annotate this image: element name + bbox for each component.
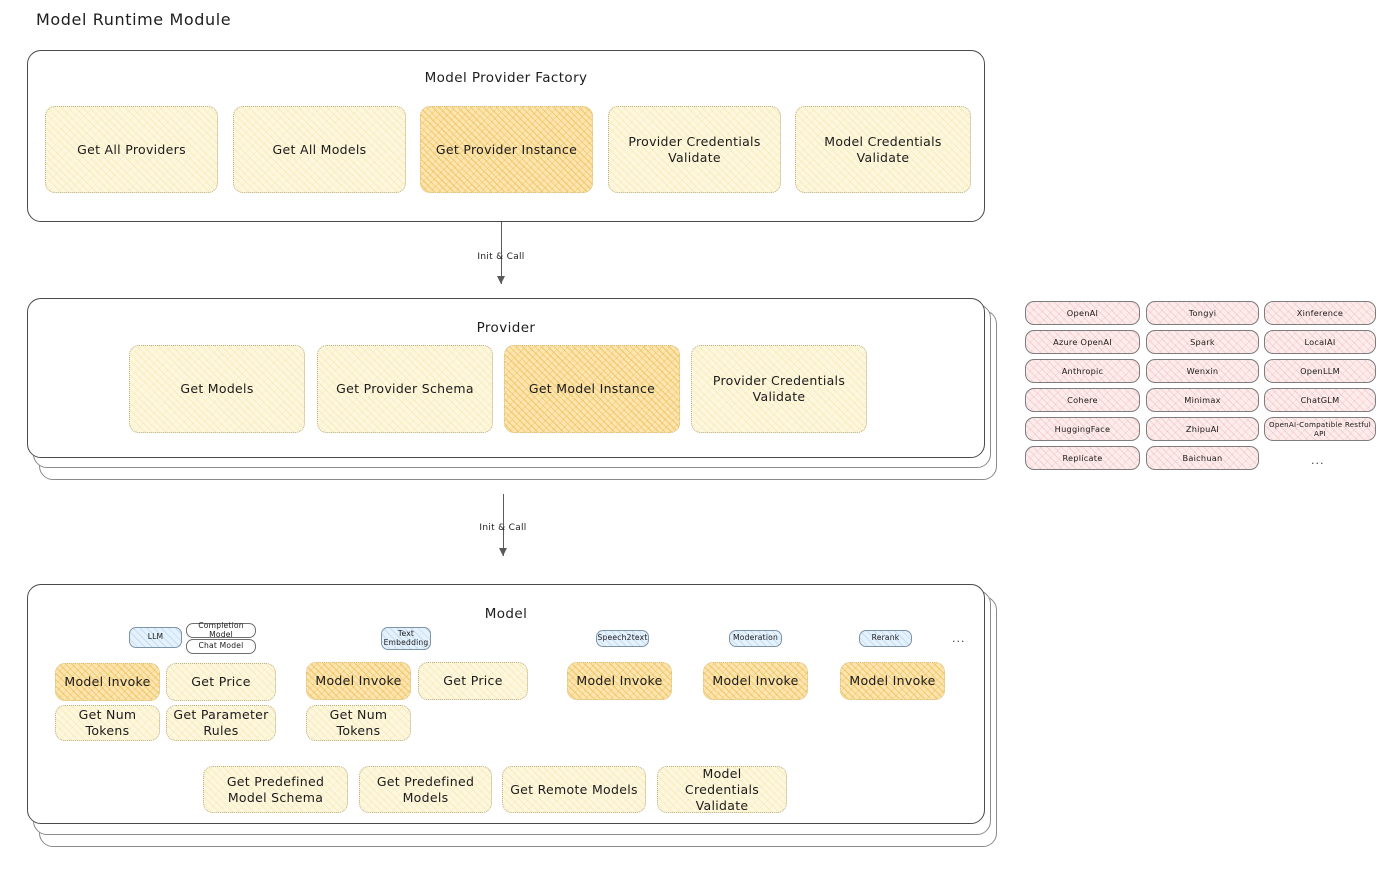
node-moderation-model-invoke[interactable]: Model Invoke — [703, 662, 808, 700]
node-llm-get-num-tokens[interactable]: Get Num Tokens — [55, 705, 160, 741]
provider-list-more-icon: ... — [1311, 454, 1325, 467]
node-embedding-model-invoke[interactable]: Model Invoke — [306, 662, 411, 700]
node-speech2text-model-invoke[interactable]: Model Invoke — [567, 662, 672, 700]
node-provider-credentials-validate[interactable]: Provider Credentials Validate — [608, 106, 781, 193]
page-title: Model Runtime Module — [36, 10, 232, 29]
provider-pill-baichuan[interactable]: Baichuan — [1146, 446, 1259, 470]
model-types-more-icon: ... — [952, 632, 966, 645]
tag-completion-model[interactable]: Completion Model — [186, 621, 256, 638]
node-get-models[interactable]: Get Models — [129, 345, 305, 433]
provider-pill-azure-openai[interactable]: Azure OpenAI — [1025, 330, 1140, 354]
provider-pill-minimax[interactable]: Minimax — [1146, 388, 1259, 412]
provider-pill-openllm[interactable]: OpenLLM — [1264, 359, 1376, 383]
provider-pill-openai-compatible-restful-api[interactable]: OpenAI-Compatible Restful API — [1264, 417, 1376, 441]
model-title: Model — [484, 606, 528, 622]
provider-pill-localai[interactable]: LocalAI — [1264, 330, 1376, 354]
node-llm-get-parameter-rules[interactable]: Get Parameter Rules — [166, 705, 276, 741]
node-provider-credentials-validate-2[interactable]: Provider Credentials Validate — [691, 345, 867, 433]
node-get-model-instance[interactable]: Get Model Instance — [504, 345, 680, 433]
tag-rerank[interactable]: Rerank — [859, 630, 912, 647]
tag-speech2text[interactable]: Speech2text — [596, 630, 649, 647]
node-embedding-get-num-tokens[interactable]: Get Num Tokens — [306, 705, 411, 741]
node-model-credentials-validate-2[interactable]: Model Credentials Validate — [657, 766, 787, 813]
model-panel: Model — [27, 584, 985, 824]
provider-title: Provider — [476, 320, 536, 336]
node-llm-model-invoke[interactable]: Model Invoke — [55, 663, 160, 701]
arrow-label-init-call-2: Init & Call — [479, 523, 527, 533]
provider-pill-wenxin[interactable]: Wenxin — [1146, 359, 1259, 383]
provider-pill-tongyi[interactable]: Tongyi — [1146, 301, 1259, 325]
tag-chat-model[interactable]: Chat Model — [186, 639, 256, 654]
tag-llm[interactable]: LLM — [129, 627, 182, 648]
node-rerank-model-invoke[interactable]: Model Invoke — [840, 662, 945, 700]
node-get-all-providers[interactable]: Get All Providers — [45, 106, 218, 193]
provider-pill-zhipuai[interactable]: ZhipuAI — [1146, 417, 1259, 441]
node-llm-get-price[interactable]: Get Price — [166, 663, 276, 701]
provider-pill-huggingface[interactable]: HuggingFace — [1025, 417, 1140, 441]
provider-pill-xinference[interactable]: Xinference — [1264, 301, 1376, 325]
provider-pill-chatglm[interactable]: ChatGLM — [1264, 388, 1376, 412]
node-get-provider-instance[interactable]: Get Provider Instance — [420, 106, 593, 193]
provider-pill-cohere[interactable]: Cohere — [1025, 388, 1140, 412]
factory-title: Model Provider Factory — [424, 70, 588, 86]
node-get-predefined-models[interactable]: Get Predefined Models — [359, 766, 492, 813]
node-embedding-get-price[interactable]: Get Price — [418, 662, 528, 700]
node-get-provider-schema[interactable]: Get Provider Schema — [317, 345, 493, 433]
node-model-credentials-validate[interactable]: Model Credentials Validate — [795, 106, 971, 193]
provider-pill-anthropic[interactable]: Anthropic — [1025, 359, 1140, 383]
provider-pill-replicate[interactable]: Replicate — [1025, 446, 1140, 470]
tag-text-embedding[interactable]: Text Embedding — [381, 627, 431, 650]
arrow-label-init-call-1: Init & Call — [477, 252, 525, 262]
node-get-remote-models[interactable]: Get Remote Models — [502, 766, 646, 813]
provider-pill-spark[interactable]: Spark — [1146, 330, 1259, 354]
node-get-predefined-model-schema[interactable]: Get Predefined Model Schema — [203, 766, 348, 813]
node-get-all-models[interactable]: Get All Models — [233, 106, 406, 193]
provider-pill-openai[interactable]: OpenAI — [1025, 301, 1140, 325]
tag-moderation[interactable]: Moderation — [729, 630, 782, 647]
